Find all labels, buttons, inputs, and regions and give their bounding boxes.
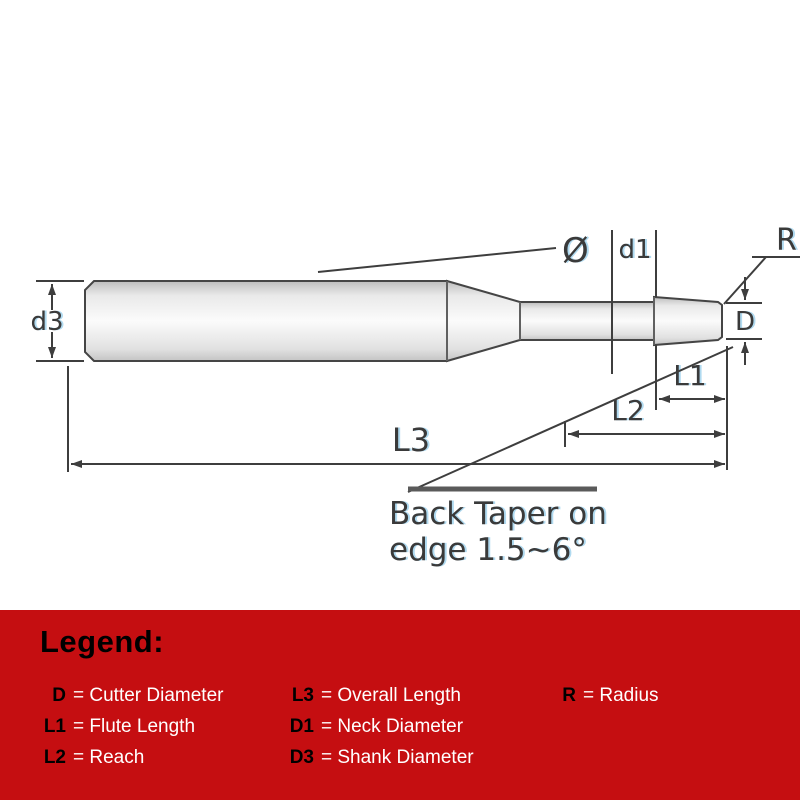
- l3-label: L3: [392, 421, 430, 459]
- cutter-head: [653, 295, 723, 347]
- end-mill-diagram: d3 Ø d1 R D L1: [30, 223, 800, 568]
- tool-diagram-area: d3 Ø d1 R D L1: [30, 223, 800, 568]
- back-taper-text-line1: Back Taper on: [389, 496, 607, 532]
- legend-key: R: [562, 685, 576, 706]
- legend-grid: D = Cutter Diameter L1 = Flute Length L2 = …: [40, 680, 800, 773]
- neck-section: [519, 301, 655, 341]
- legend-value: = Cutter Diameter: [73, 685, 224, 706]
- legend-key: L3: [291, 685, 314, 706]
- legend-key: L2: [43, 747, 66, 768]
- legend-column-2: L3 = Overall Length D1 = Neck Diameter D3 =…: [288, 680, 550, 773]
- legend-item-overall-length: L3 = Overall Length: [288, 680, 550, 711]
- legend-column-3: R = Radius: [550, 680, 800, 773]
- back-taper-text-line2: edge 1.5~6°: [389, 532, 587, 568]
- legend-value: = Overall Length: [321, 685, 461, 706]
- legend-item-radius: R = Radius: [550, 680, 800, 711]
- legend-key: L1: [43, 716, 66, 737]
- legend-value: = Neck Diameter: [321, 716, 464, 737]
- d3-label: d3: [30, 307, 63, 337]
- taper-section: [446, 279, 521, 363]
- legend-panel: Legend: D = Cutter Diameter L1 = Flute Len…: [0, 610, 800, 800]
- l1-label: L1: [673, 359, 706, 392]
- d1-label: d1: [618, 235, 651, 265]
- legend-key: D: [52, 685, 66, 706]
- legend-item-cutter-diameter: D = Cutter Diameter: [40, 680, 288, 711]
- radius-label: R: [776, 223, 797, 258]
- legend-value: = Radius: [583, 685, 659, 706]
- diameter-leader-line: [317, 247, 557, 273]
- legend-value: = Flute Length: [73, 716, 196, 737]
- legend-item-shank-diameter: D3 = Shank Diameter: [288, 742, 550, 773]
- legend-title: Legend:: [40, 624, 165, 659]
- legend-value: = Reach: [73, 747, 145, 768]
- shank-body: [84, 280, 448, 362]
- legend-key: D1: [289, 716, 314, 737]
- legend-item-flute-length: L1 = Flute Length: [40, 711, 288, 742]
- legend-item-reach: L2 = Reach: [40, 742, 288, 773]
- legend-column-1: D = Cutter Diameter L1 = Flute Length L2 = …: [40, 680, 288, 773]
- diameter-symbol-label: Ø: [562, 231, 589, 271]
- legend-item-neck-diameter: D1 = Neck Diameter: [288, 711, 550, 742]
- back-taper-leader: [407, 346, 734, 493]
- legend-key: D3: [289, 747, 314, 768]
- d-label: D: [735, 307, 755, 337]
- legend-value: = Shank Diameter: [321, 747, 474, 768]
